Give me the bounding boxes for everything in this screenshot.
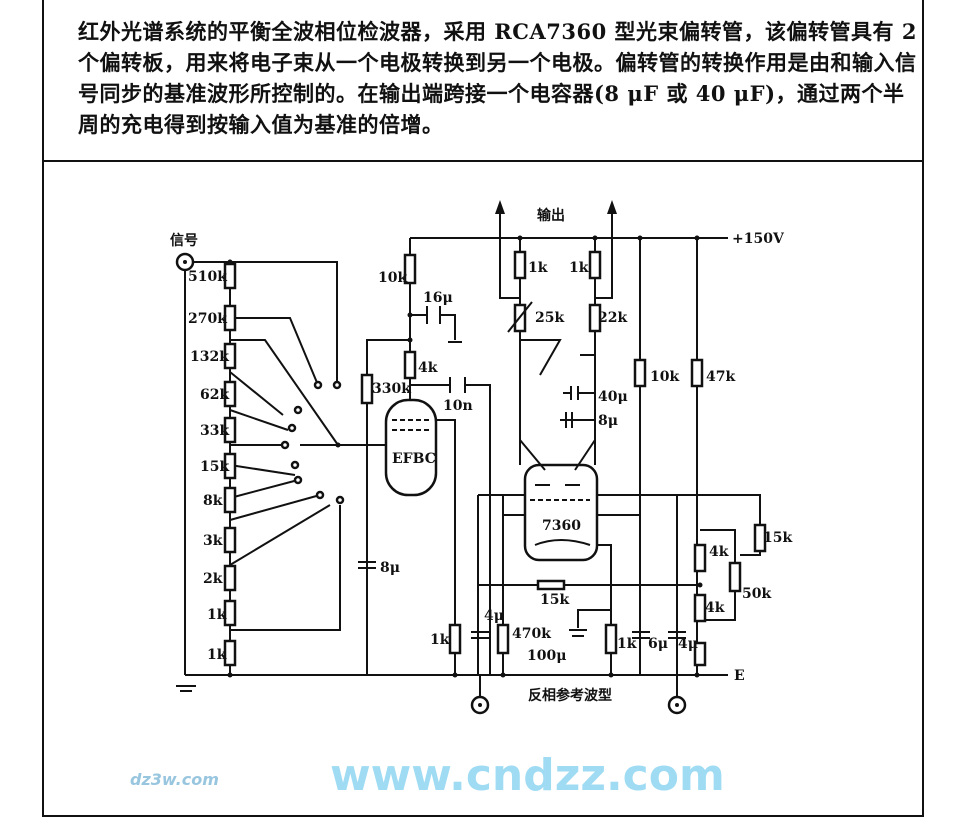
efbc-label: EFBC [392,451,436,467]
tube-7360-label: 7360 [542,518,581,534]
part-label: 16μ [423,290,453,306]
watermark-small: dz3w.com [130,770,219,789]
divider [42,160,922,162]
part-label: 1k [617,636,637,652]
part-label: 4k [418,360,438,376]
part-label: 100μ [527,648,566,664]
part-label: 10k [650,369,679,385]
part-label: 50k [742,586,771,602]
watermark: www.cndzz.com [330,750,725,801]
part-label: 8μ [598,413,618,429]
components [176,200,767,692]
page-frame [42,0,924,817]
junction-dots [227,235,703,678]
part-label: 6μ [648,636,668,652]
part-label: 15k [540,592,569,608]
part-label: 4k [705,600,725,616]
signal-label: 信号 [170,232,198,249]
description-paragraph: 红外光谱系统的平衡全波相位检波器，采用 RCA7360 型光束偏转管，该偏转管具… [78,19,917,137]
reference-label: 反相参考波型 [528,687,612,704]
labels: 信号 输出 +150V E 反相参考波型 EFBC 7360 510k 270k… [170,207,792,704]
part-label: 25k [535,310,564,326]
part-label: 47k [706,369,735,385]
ladder-label: 1k [207,647,227,663]
part-label: 10k [378,270,407,286]
part-label: 1k [528,260,548,276]
jacks[interactable] [175,252,687,715]
ladder-label: 15k [200,459,229,475]
ground-label: E [734,668,745,684]
part-label: 8μ [380,560,400,576]
part-label: 40μ [598,389,628,405]
efbc-tube [384,398,438,497]
part-label: 4μ [484,608,504,624]
ladder-label: 62k [200,387,229,403]
ladder-label: 510k [188,269,227,285]
part-label: 15k [763,530,792,546]
output-label: 输出 [537,207,565,224]
ladder-label: 3k [203,533,223,549]
ladder-label: 270k [188,311,227,327]
wires [184,205,761,700]
part-label: 470k [512,626,551,642]
ladder-label: 8k [203,493,223,509]
part-label: 330k [372,381,411,397]
ladder-label: 33k [200,423,229,439]
part-label: 10n [443,398,473,414]
part-label: 1k [569,260,589,276]
ladder-label: 132k [190,349,229,365]
part-label: 4μ [678,636,698,652]
ladder-resistors [223,262,237,667]
part-label: 1k [430,632,450,648]
ladder-label: 1k [207,607,227,623]
7360-tube [523,463,599,562]
ladder-label: 2k [203,571,223,587]
switch-contacts[interactable] [280,380,345,505]
supply-label: +150V [732,231,785,247]
part-label: 22k [598,310,627,326]
part-label: 4k [709,544,729,560]
